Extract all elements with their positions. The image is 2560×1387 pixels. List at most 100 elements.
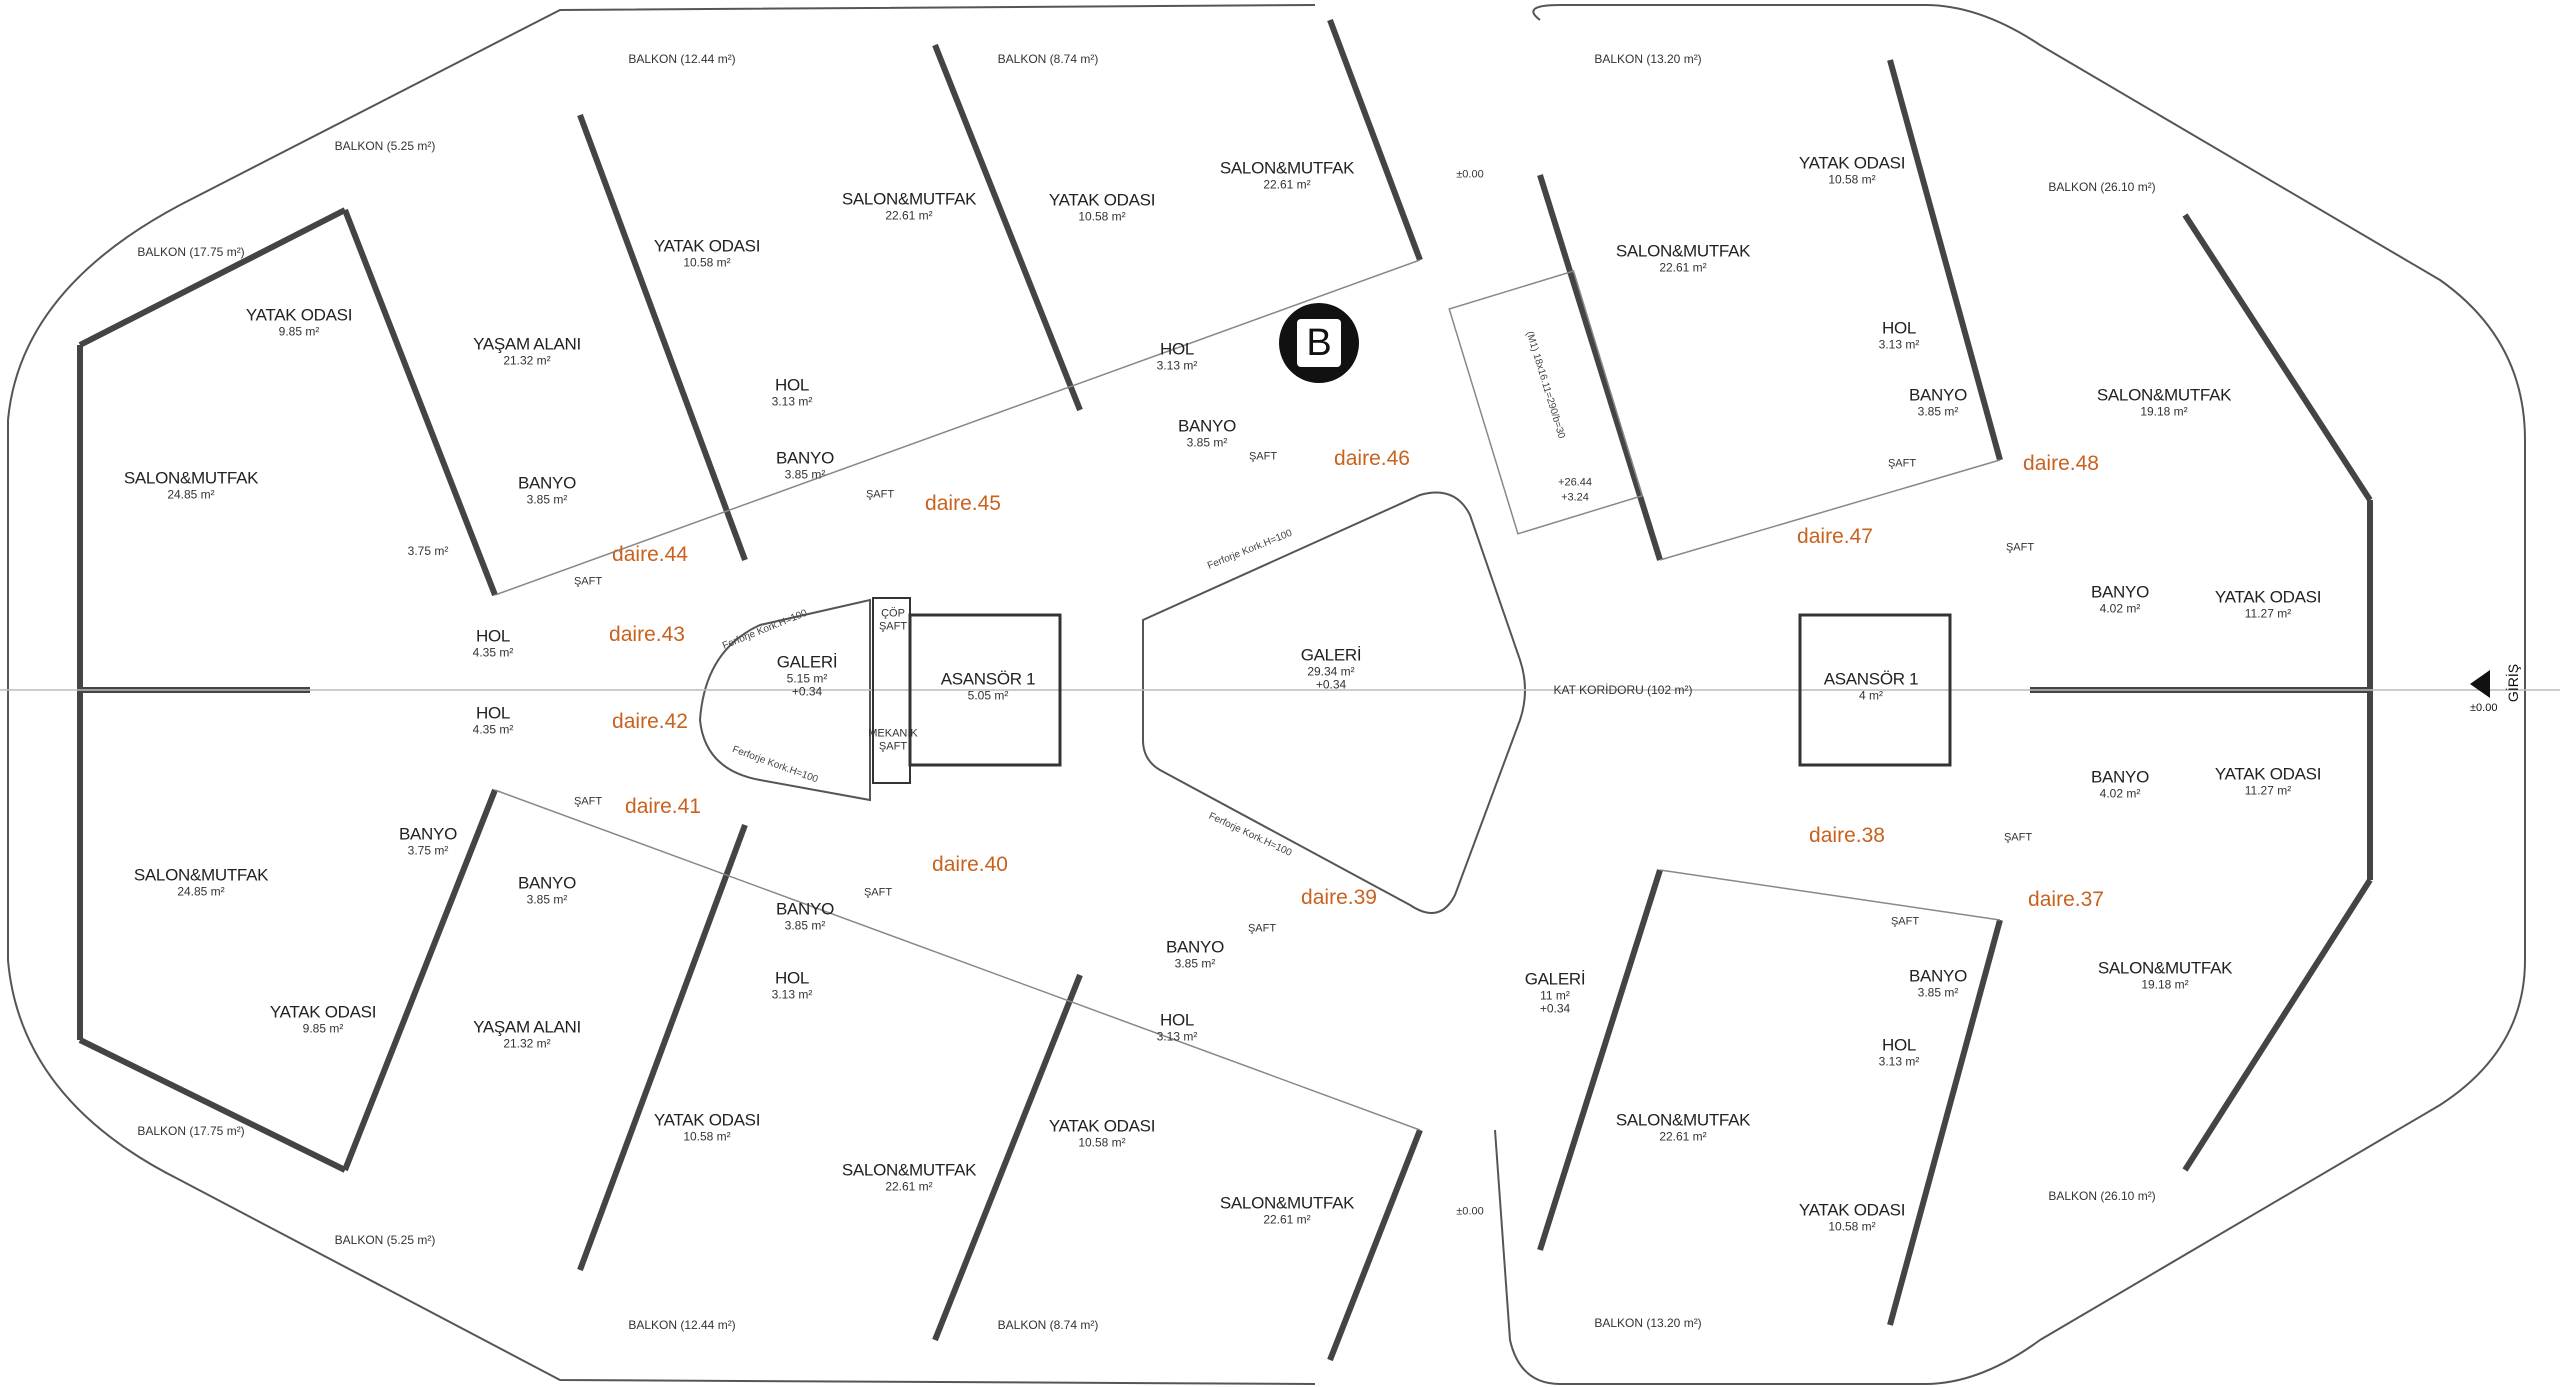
area-label: BALKON (13.20 m²) [1594, 1316, 1702, 1331]
room-name: BANYO [2090, 767, 2150, 787]
room-name: BANYO [398, 824, 458, 844]
room-area: 3.13 m² [771, 986, 813, 1001]
room-name: SALON&MUTFAK [841, 189, 977, 209]
room-label: ŞAFT [1890, 915, 1920, 928]
room-name: BANYO [1908, 966, 1968, 986]
room-name: BANYO [775, 448, 835, 468]
room-area: 4.02 m² [2099, 600, 2141, 615]
elevator-shaft-right [1798, 613, 1952, 767]
room-area: 22.61 m² [1659, 259, 1707, 274]
room-name: SALON&MUTFAK [2096, 385, 2232, 405]
area-label: BALKON (12.44 m²) [628, 1318, 736, 1333]
room-area: 22.61 m² [885, 207, 933, 222]
room-label: ŞAFT [1247, 922, 1277, 935]
room-label: ŞAFT [863, 886, 893, 899]
room-name: YATAK ODASI [1798, 153, 1906, 173]
room-area: 22.61 m² [885, 1178, 933, 1193]
room-name: HOL [774, 968, 810, 988]
unit-label: daire.37 [2028, 887, 2104, 911]
room-area: 3.13 m² [1156, 1028, 1198, 1043]
shaft-type: ŞAFT [878, 740, 908, 752]
room-name: SALON&MUTFAK [1615, 241, 1751, 261]
room-area: 11.27 m² [2244, 605, 2292, 620]
room-name: HOL [1881, 1035, 1917, 1055]
room-area: 10.58 m² [683, 1128, 731, 1143]
block-badge: B [1279, 303, 1359, 383]
unit-label: daire.38 [1809, 823, 1885, 847]
room-area: 24.85 m² [177, 883, 225, 898]
room-name: BANYO [1165, 937, 1225, 957]
unit-label: daire.47 [1797, 524, 1873, 548]
room-area: 4.35 m² [472, 721, 514, 736]
unit-label: daire.42 [612, 709, 688, 733]
room-name: HOL [774, 375, 810, 395]
unit-label: daire.41 [625, 794, 701, 818]
area-label: BALKON (17.75 m²) [137, 1124, 245, 1139]
room-label: ŞAFT [2003, 831, 2033, 844]
room-label: ŞAFT [573, 575, 603, 588]
unit-label: daire.39 [1301, 885, 1377, 909]
room-name: HOL [475, 703, 511, 723]
unit-label: daire.45 [925, 491, 1001, 515]
room-label: ŞAFT [865, 488, 895, 501]
room-area: 10.58 m² [1828, 171, 1876, 186]
room-label: ±0.00 [1456, 168, 1484, 181]
room-name: SALON&MUTFAK [2097, 958, 2233, 978]
corridor-edges [0, 259, 2560, 1131]
room-name: SALON&MUTFAK [1219, 158, 1355, 178]
room-area: 24.85 m² [167, 486, 215, 501]
shaft-type: ŞAFT [878, 620, 908, 632]
entrance-marker: GİRİŞ ±0.00 [2470, 664, 2560, 714]
room-name: BANYO [2090, 582, 2150, 602]
room-area: 10.58 m² [1078, 208, 1126, 223]
room-name: YATAK ODASI [1798, 1200, 1906, 1220]
room-label: ŞAFT [1248, 450, 1278, 463]
room-name: HOL [1159, 1010, 1195, 1030]
room-label: ±0.00 [1456, 1205, 1484, 1218]
room-area: 3.13 m² [1878, 1053, 1920, 1068]
entrance-arrow-icon [2470, 670, 2490, 698]
room-name: SALON&MUTFAK [133, 865, 269, 885]
room-area: 19.18 m² [2140, 403, 2188, 418]
room-area: 3.85 m² [1174, 955, 1216, 970]
level-marker: +0.34 [791, 684, 823, 699]
room-name: GALERİ [1300, 645, 1362, 665]
stair-level-bottom: +3.24 [1561, 491, 1589, 504]
shaft-name: MEKANİK [868, 727, 918, 740]
shaft-name: ÇÖP [881, 607, 905, 620]
area-label: BALKON (26.10 m²) [2048, 1189, 2156, 1204]
room-area: 3.85 m² [1917, 403, 1959, 418]
room-name: ASANSÖR 1 [1823, 669, 1919, 689]
room-name: SALON&MUTFAK [841, 1160, 977, 1180]
room-area: 5.15 m² [786, 670, 828, 685]
